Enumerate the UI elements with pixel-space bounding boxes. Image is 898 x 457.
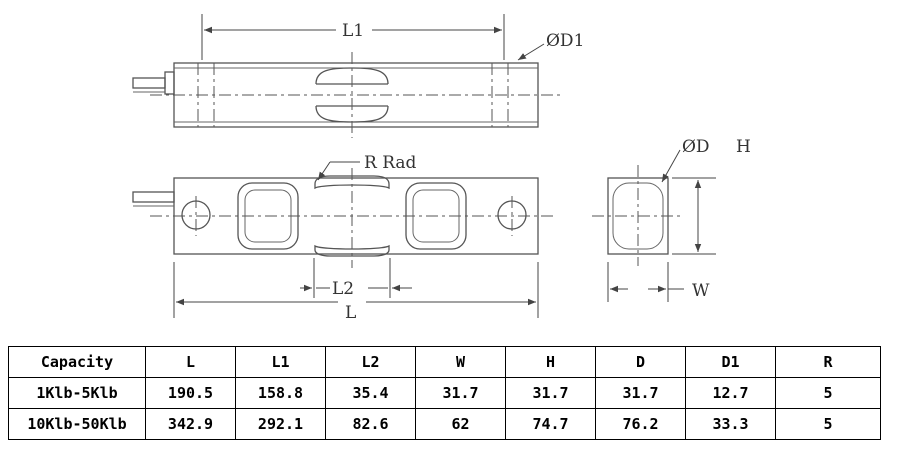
table-cell: 190.5	[145, 377, 236, 409]
table-cell: 31.7	[595, 377, 686, 409]
header-w: W	[415, 346, 506, 378]
table-row: 10Klb-50Klb 342.9 292.1 82.6 62 74.7 76.…	[8, 408, 881, 440]
d1-label: ØD1	[546, 31, 584, 51]
header-capacity: Capacity	[8, 346, 146, 378]
header-l2: L2	[325, 346, 416, 378]
l2-dimension: L2	[300, 258, 412, 299]
header-r: R	[775, 346, 881, 378]
w-dimension: W	[607, 262, 710, 302]
l1-label: L1	[342, 21, 364, 41]
h-dimension	[672, 177, 716, 255]
d-leader: ØD H	[661, 137, 751, 183]
l2-label: L2	[332, 279, 354, 299]
table-cell: 292.1	[235, 408, 326, 440]
table-cell: 31.7	[415, 377, 506, 409]
header-d: D	[595, 346, 686, 378]
table-cell: 33.3	[685, 408, 776, 440]
l1-dimension: L1	[201, 14, 505, 60]
table-cell: 76.2	[595, 408, 686, 440]
load-cell-drawing: L1 ØD1 R Rad	[132, 14, 751, 323]
end-view	[592, 165, 684, 266]
spec-table: Capacity L L1 L2 W H D D1 R 1Klb-5Klb 19…	[8, 346, 881, 440]
table-cell: 342.9	[145, 408, 236, 440]
table-cell: 31.7	[505, 377, 596, 409]
l-label: L	[345, 303, 356, 323]
r-rad-label: R Rad	[364, 153, 417, 173]
w-label: W	[692, 281, 710, 301]
d1-leader: ØD1	[517, 31, 584, 61]
table-cell: 82.6	[325, 408, 416, 440]
r-rad-leader: R Rad	[317, 153, 417, 181]
l-dimension: L	[173, 262, 539, 323]
header-l: L	[145, 346, 236, 378]
table-cell: 5	[775, 377, 881, 409]
table-cell: 62	[415, 408, 506, 440]
table-row: 1Klb-5Klb 190.5 158.8 35.4 31.7 31.7 31.…	[8, 377, 881, 409]
header-l1: L1	[235, 346, 326, 378]
h-label: H	[736, 137, 751, 157]
top-view	[132, 52, 560, 138]
table-cell: 158.8	[235, 377, 326, 409]
header-h: H	[505, 346, 596, 378]
table-cell: 35.4	[325, 377, 416, 409]
table-cell: 5	[775, 408, 881, 440]
table-cell: 74.7	[505, 408, 596, 440]
header-d1: D1	[685, 346, 776, 378]
table-header-row: Capacity L L1 L2 W H D D1 R	[8, 346, 881, 378]
table-cell: 10Klb-50Klb	[8, 408, 146, 440]
d-label: ØD	[682, 137, 710, 157]
table-cell: 12.7	[685, 377, 776, 409]
table-cell: 1Klb-5Klb	[8, 377, 146, 409]
side-view	[132, 168, 556, 268]
